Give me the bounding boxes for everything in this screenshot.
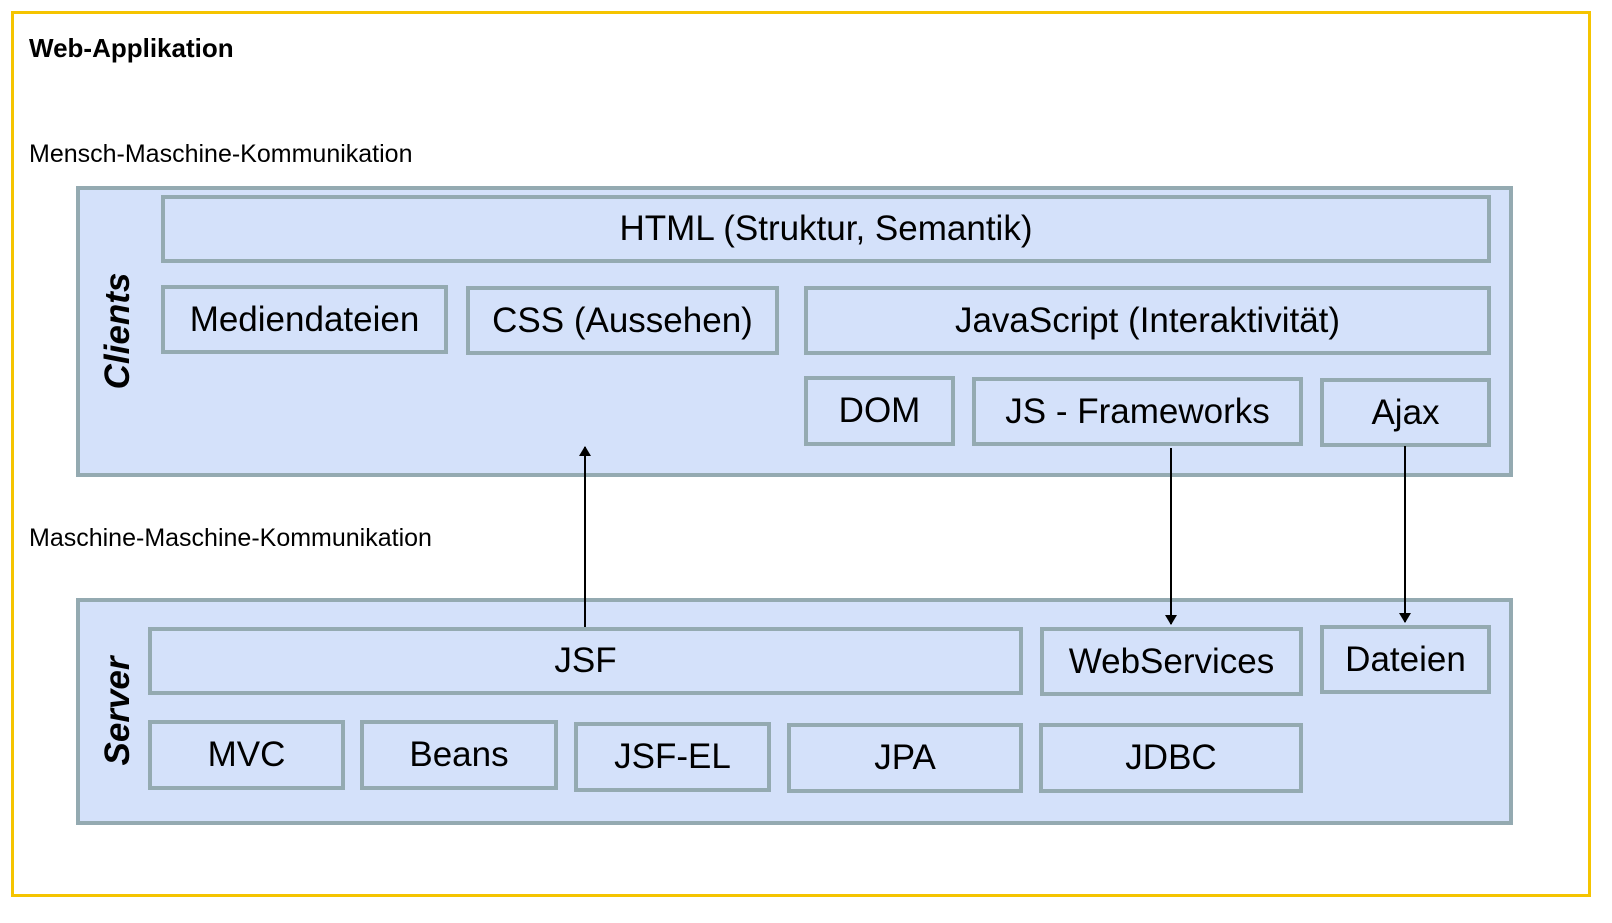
dateien-box: Dateien: [1320, 625, 1491, 694]
web-application-frame: [11, 11, 1591, 897]
dom-box: DOM: [804, 376, 955, 446]
beans-box: Beans: [360, 720, 558, 790]
jsf-box: JSF: [148, 627, 1023, 695]
section-label-mensch-maschine: Mensch-Maschine-Kommunikation: [29, 140, 413, 168]
js-frameworks-box: JS - Frameworks: [972, 377, 1303, 446]
webservices-box: WebServices: [1040, 627, 1303, 696]
section-label-maschine-maschine: Maschine-Maschine-Kommunikation: [29, 524, 432, 552]
javascript-box: JavaScript (Interaktivität): [804, 286, 1491, 355]
diagram-title: Web-Applikation: [29, 33, 234, 63]
css-box: CSS (Aussehen): [466, 286, 779, 355]
mediendateien-box: Mediendateien: [161, 285, 448, 354]
mvc-box: MVC: [148, 720, 345, 790]
server-label: Server: [98, 656, 137, 766]
ajax-box: Ajax: [1320, 378, 1491, 447]
html-box: HTML (Struktur, Semantik): [161, 195, 1491, 263]
jdbc-box: JDBC: [1039, 723, 1303, 793]
clients-label: Clients: [98, 272, 137, 390]
jsf-el-box: JSF-EL: [574, 722, 771, 792]
jpa-box: JPA: [787, 723, 1023, 793]
